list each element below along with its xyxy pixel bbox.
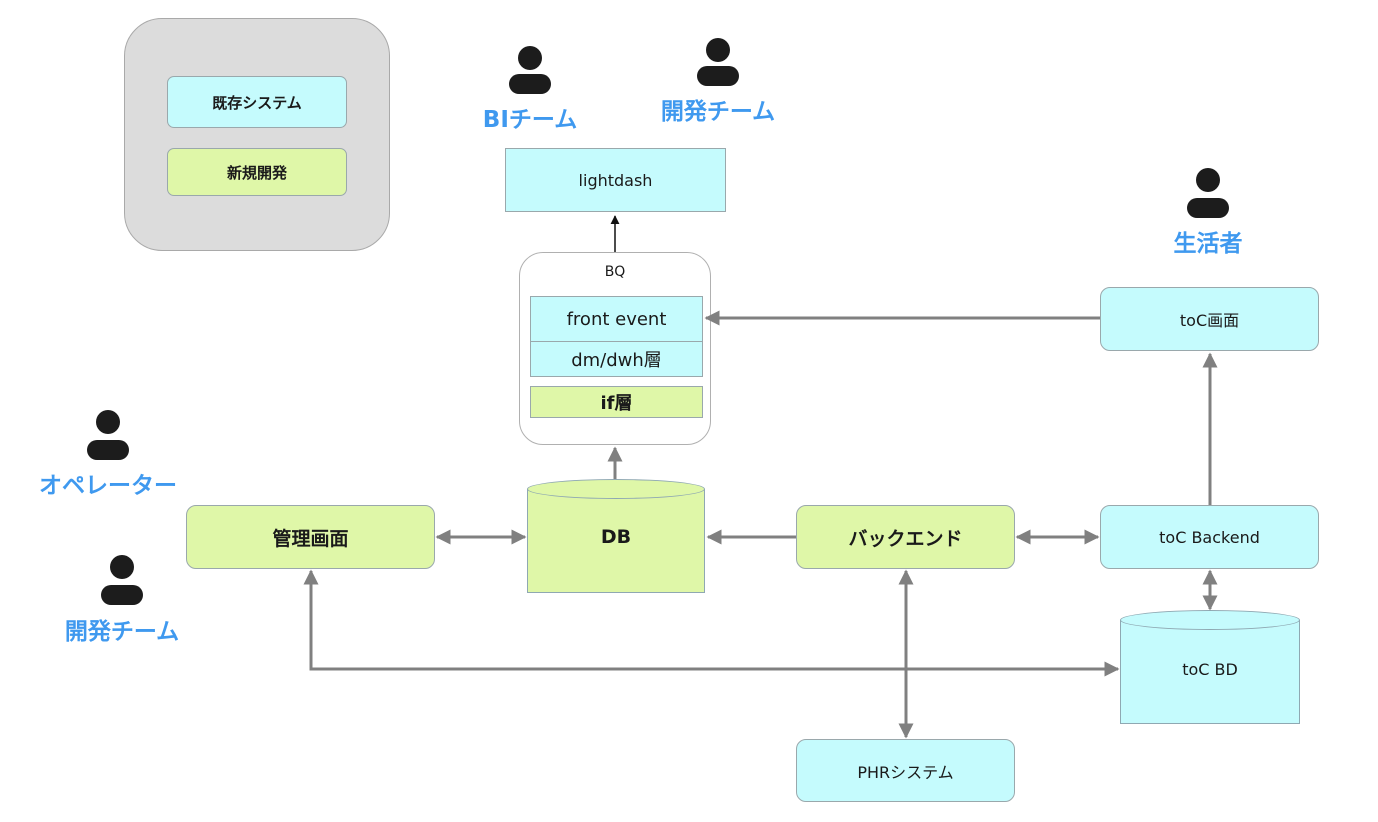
bq-layer-front-event: front event — [530, 296, 703, 342]
actor-dev-team-top: 開発チーム — [656, 36, 780, 126]
person-icon — [509, 46, 551, 94]
node-db-top — [527, 479, 705, 499]
arrow-admin-tocbd — [303, 569, 1120, 677]
actor-label: 生活者 — [1173, 231, 1243, 257]
node-phr-system: PHRシステム — [796, 739, 1015, 802]
legend-panel — [124, 18, 390, 251]
actor-label: オペレーター — [39, 473, 177, 499]
node-admin-screen: 管理画面 — [186, 505, 435, 569]
actor-bi-team: BIチーム — [470, 44, 590, 134]
node-toc-screen: toC画面 — [1100, 287, 1319, 351]
person-icon — [697, 38, 739, 86]
actor-label: BIチーム — [482, 107, 578, 133]
bq-layer-dm-dwh: dm/dwh層 — [530, 341, 703, 377]
person-icon — [101, 555, 143, 605]
bq-layer-if: if層 — [530, 386, 703, 418]
node-toc-bd-top — [1120, 610, 1300, 630]
actor-consumer: 生活者 — [1150, 166, 1266, 258]
node-toc-bd-body — [1120, 620, 1300, 724]
node-toc-backend: toC Backend — [1100, 505, 1319, 569]
actor-operator: オペレーター — [30, 408, 186, 500]
node-backend: バックエンド — [796, 505, 1015, 569]
actor-label: 開発チーム — [660, 99, 776, 125]
legend-new: 新規開発 — [167, 148, 347, 196]
bq-title: BQ — [604, 264, 626, 280]
node-lightdash: lightdash — [505, 148, 726, 212]
legend-existing: 既存システム — [167, 76, 347, 128]
actor-label: 開発チーム — [64, 619, 180, 645]
actor-dev-team-bottom: 開発チーム — [58, 552, 186, 646]
node-db-label: DB — [600, 526, 632, 548]
person-icon — [87, 410, 129, 460]
node-toc-bd-label: toC BD — [1182, 659, 1238, 679]
person-icon — [1187, 168, 1229, 218]
